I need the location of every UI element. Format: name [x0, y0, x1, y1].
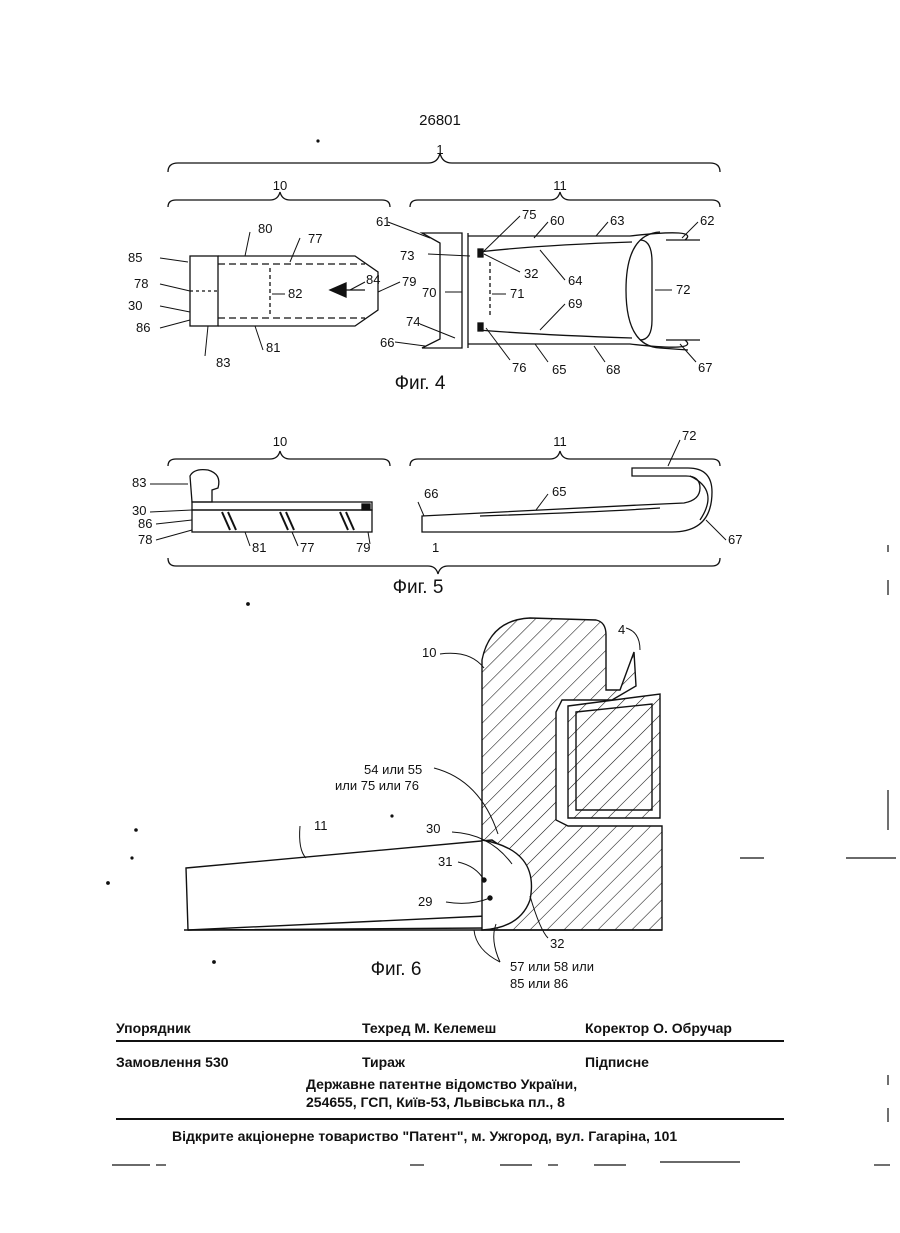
fig6-label-29: 29 — [418, 894, 432, 909]
fig4-label: 74 — [406, 314, 420, 329]
fig6-label-57b: 85 или 86 — [510, 976, 568, 991]
fig4-label: 64 — [568, 273, 582, 288]
footer-subscription: Підписне — [585, 1054, 649, 1070]
fig6-label-31: 31 — [438, 854, 452, 869]
fig5-label: 65 — [552, 484, 566, 499]
fig4-label: 77 — [308, 231, 322, 246]
footer-corrector: Коректор О. Обручар — [585, 1020, 732, 1036]
fig5-label: 77 — [300, 540, 314, 555]
fig4-label: 10 — [273, 178, 287, 193]
fig5-label: 67 — [728, 532, 742, 547]
fig6-label-11: 11 — [314, 818, 328, 833]
fig5-label: 83 — [132, 475, 146, 490]
fig4-caption: Фиг. 4 — [395, 373, 446, 394]
fig4-label: 78 — [134, 276, 148, 291]
footer-publisher: Відкрите акціонерне товариство "Патент",… — [172, 1128, 677, 1144]
fig4-label: 70 — [422, 285, 436, 300]
fig4-label: 63 — [610, 213, 624, 228]
footer-rule-bottom — [116, 1118, 784, 1120]
fig4-label: 79 — [402, 274, 416, 289]
fig5-label: 1 — [432, 540, 439, 555]
fig5-label: 10 — [273, 434, 287, 449]
fig6-caption: Фиг. 6 — [371, 959, 422, 980]
fig4-label: 62 — [700, 213, 714, 228]
fig5-label: 66 — [424, 486, 438, 501]
fig6-label-32: 32 — [550, 936, 564, 951]
footer-circulation: Тираж — [362, 1054, 405, 1070]
footer-techred: Техред М. Келемеш — [362, 1020, 496, 1036]
fig4-label: 32 — [524, 266, 538, 281]
fig5-label: 86 — [138, 516, 152, 531]
fig4-label: 80 — [258, 221, 272, 236]
footer-order: Замовлення 530 — [116, 1054, 229, 1070]
fig4-label: 75 — [522, 207, 536, 222]
footer-compiler: Упорядник — [116, 1020, 191, 1036]
figure-6: 4 10 54 или 55 или 75 или 76 11 30 31 29… — [184, 618, 662, 991]
fig6-label-57: 57 или 58 или — [510, 959, 594, 974]
figure-5: 10 11 72 83 30 86 78 81 77 79 66 65 1 67… — [132, 428, 742, 598]
fig5-label: 78 — [138, 532, 152, 547]
fig4-label: 66 — [380, 335, 394, 350]
fig4-label: 65 — [552, 362, 566, 377]
footer-rule-top — [116, 1040, 784, 1042]
fig6-label-54b: или 75 или 76 — [335, 778, 419, 793]
fig6-label-54: 54 или 55 — [364, 762, 422, 777]
fig4-label: 72 — [676, 282, 690, 297]
fig4-label: 69 — [568, 296, 582, 311]
fig4-label: 81 — [266, 340, 280, 355]
fig4-label: 73 — [400, 248, 414, 263]
fig4-label: 85 — [128, 250, 142, 265]
fig4-label: 82 — [288, 286, 302, 301]
fig5-caption: Фиг. 5 — [393, 577, 444, 598]
fig6-label-30: 30 — [426, 821, 440, 836]
fig4-label: 67 — [698, 360, 712, 375]
fig6-label-10: 10 — [422, 645, 436, 660]
fig4-label: 71 — [510, 286, 524, 301]
fig4-label: 11 — [553, 178, 567, 193]
fig5-label: 72 — [682, 428, 696, 443]
footer-office-line1: Державне патентне відомство України, — [306, 1076, 577, 1092]
fig5-label: 11 — [553, 434, 567, 449]
fig4-label: 68 — [606, 362, 620, 377]
footer-office-line2: 254655, ГСП, Київ-53, Львівська пл., 8 — [306, 1094, 565, 1110]
fig4-label: 60 — [550, 213, 564, 228]
fig4-label: 76 — [512, 360, 526, 375]
fig4-label: 84 — [366, 272, 380, 287]
fig5-label: 81 — [252, 540, 266, 555]
fig4-label: 83 — [216, 355, 230, 370]
fig6-label-4: 4 — [618, 622, 625, 637]
fig4-label: 30 — [128, 298, 142, 313]
fig5-label: 79 — [356, 540, 370, 555]
fig4-label: 1 — [436, 142, 443, 157]
fig4-label: 61 — [376, 214, 390, 229]
patent-number: 26801 — [419, 112, 461, 129]
fig4-label: 86 — [136, 320, 150, 335]
figure-4: 1 10 11 80 77 85 78 30 86 82 84 79 83 81… — [128, 142, 720, 394]
